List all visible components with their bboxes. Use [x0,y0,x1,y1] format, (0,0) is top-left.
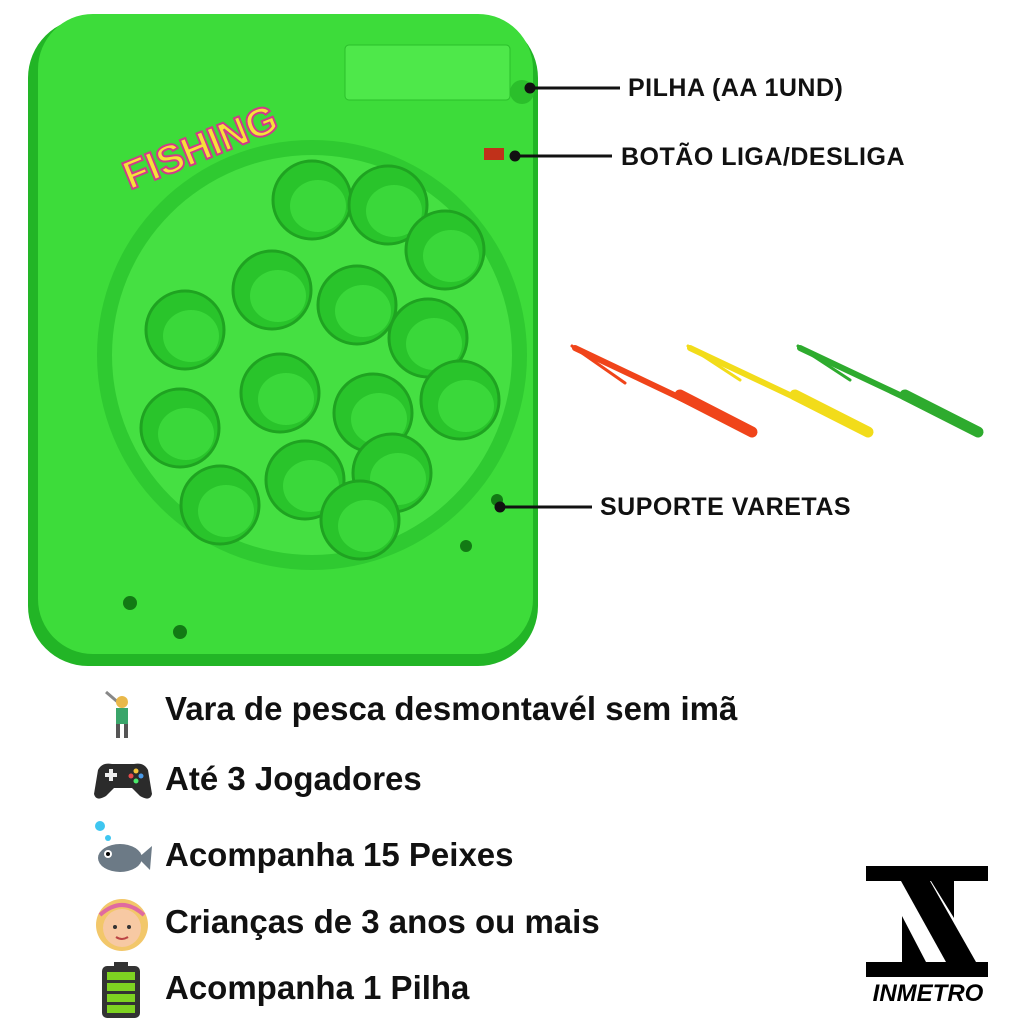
feature-text: Acompanha 1 Pilha [165,969,470,1006]
feature-text: Até 3 Jogadores [165,760,422,797]
fish-hole-inner [423,230,479,282]
fish-hole-inner [250,270,306,322]
fish-hole-inner [258,373,314,425]
fish-hole-inner [198,485,254,537]
feature-text: Acompanha 15 Peixes [165,836,514,873]
fish-icon [92,818,154,880]
inmetro-logo [866,866,988,977]
callout-battery: PILHA (AA 1UND) [628,74,844,102]
callout-power-button: BOTÃO LIGA/DESLIGA [621,143,905,171]
fish-holes [139,159,501,561]
gamepad-icon [92,758,154,808]
fishing-game-toy: FISHING [28,14,984,666]
callout-rod-holder: SUPORTE VARETAS [600,493,852,521]
feature-text: Crianças de 3 anos ou mais [165,903,600,940]
child-face-icon [92,895,154,953]
fish-hole-inner [406,318,462,370]
fishing-rods [570,344,984,438]
rod-red [570,344,758,438]
rod-green [796,344,984,438]
feature-text: Vara de pesca desmontavél sem imã [165,690,738,727]
fish-hole-inner [438,380,494,432]
rod-yellow [686,344,874,438]
power-switch[interactable] [484,148,504,160]
fish-hole-inner [366,185,422,237]
fish-hole-inner [335,285,391,337]
fish-hole-inner [338,500,394,552]
fishing-person-icon [92,684,154,738]
fish-hole-inner [158,408,214,460]
fish-hole-inner [290,180,346,232]
battery-icon [92,960,154,1020]
fish-hole-inner [163,310,219,362]
fish-hole-inner [283,460,339,512]
inmetro-label: INMETRO [872,980,984,1007]
callout-lines [494,82,620,513]
fish-hole-inner [351,393,407,445]
